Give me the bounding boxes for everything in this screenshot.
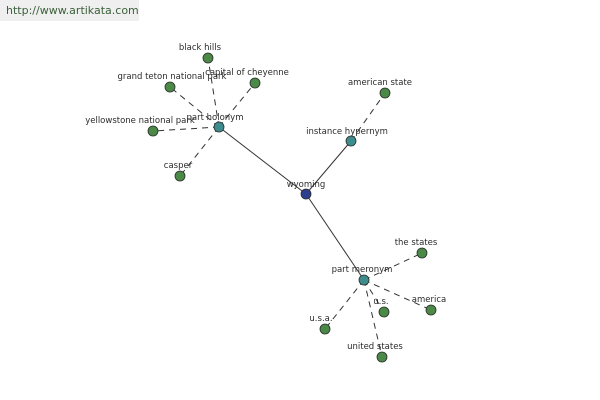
node-us[interactable] — [378, 306, 390, 318]
node-part-holonym[interactable] — [213, 121, 225, 133]
edge-america — [363, 279, 432, 311]
label-casper: casper — [164, 161, 193, 171]
label-american-state: american state — [348, 78, 412, 88]
edge-yellowstone — [152, 126, 220, 132]
edge-capital-of-cheyenne — [218, 82, 256, 128]
edge-wyoming-part-holonym — [218, 126, 307, 195]
node-capital-of-cheyenne[interactable] — [249, 77, 261, 89]
label-us: u.s. — [373, 297, 388, 307]
label-yellowstone: yellowstone national park — [85, 116, 195, 126]
node-black-hills[interactable] — [202, 52, 214, 64]
node-united-states[interactable] — [376, 351, 388, 363]
node-usa[interactable] — [319, 323, 331, 335]
watermark-url: http://www.artikata.com — [0, 0, 139, 21]
edge-black-hills — [207, 57, 220, 128]
label-part-meronym: part meronym — [332, 265, 393, 275]
edge-wyoming-instance-hypernym — [305, 140, 352, 195]
label-united-states: united states — [347, 342, 403, 352]
edge-wyoming-part-meronym — [305, 193, 365, 281]
node-casper[interactable] — [174, 170, 186, 182]
label-grand-teton: grand teton national park — [118, 72, 227, 82]
label-capital-of-cheyenne: capital of cheyenne — [205, 68, 289, 78]
node-yellowstone[interactable] — [147, 125, 159, 137]
node-america[interactable] — [425, 304, 437, 316]
edge-american-state — [350, 92, 386, 142]
node-grand-teton[interactable] — [164, 81, 176, 93]
label-instance-hypernym: instance hypernym — [306, 127, 388, 137]
label-america: america — [412, 295, 446, 305]
label-usa: u.s.a. — [309, 314, 332, 324]
node-the-states[interactable] — [416, 247, 428, 259]
label-part-holonym: part holonym — [187, 113, 244, 123]
label-black-hills: black hills — [179, 43, 222, 53]
node-part-meronym[interactable] — [358, 274, 370, 286]
node-instance-hypernym[interactable] — [345, 135, 357, 147]
edge-united-states — [363, 279, 383, 358]
node-wyoming[interactable] — [300, 188, 312, 200]
label-wyoming: wyoming — [287, 180, 326, 190]
label-the-states: the states — [395, 238, 438, 248]
node-american-state[interactable] — [379, 87, 391, 99]
